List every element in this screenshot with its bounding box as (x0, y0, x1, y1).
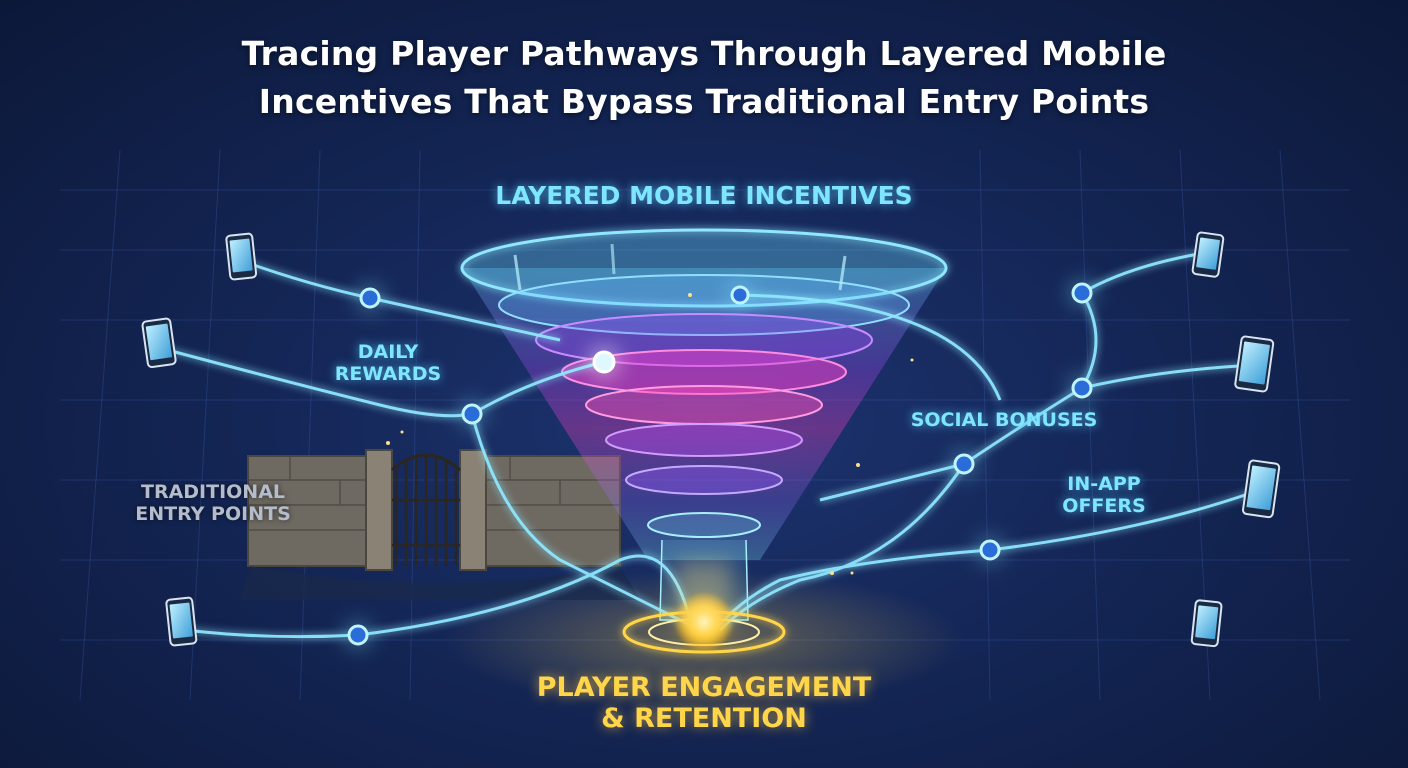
engagement-line-2: & RETENTION (601, 703, 807, 735)
node-icon (356, 284, 384, 312)
pathway-right-social (718, 463, 966, 632)
daily-rewards-label: DAILY REWARDS (318, 341, 458, 386)
node-icon (344, 621, 372, 649)
node-icon (1068, 279, 1096, 307)
in-app-offers-line-1: IN-APP (1067, 473, 1141, 495)
social-bonuses-label: SOCIAL BONUSES (910, 409, 1098, 431)
pathway-arc (739, 293, 1002, 401)
page-title-line-2: Incentives That Bypass Traditional Entry… (258, 82, 1150, 121)
smartphone-icon (165, 596, 198, 647)
node-icon (726, 281, 754, 309)
engagement-line-1: PLAYER ENGAGEMENT (536, 672, 872, 703)
traditional-entry-line-1: TRADITIONAL (140, 481, 286, 503)
smartphone-icon (225, 232, 258, 281)
traditional-entry-line-2: ENTRY POINTS (135, 502, 291, 525)
daily-rewards-line-2: REWARDS (334, 362, 442, 385)
funnel-label: LAYERED MOBILE INCENTIVES (495, 181, 913, 210)
smartphone-icon (1234, 335, 1275, 393)
smartphone-icon (1191, 231, 1225, 278)
engagement-core (622, 560, 786, 654)
in-app-offers-label: IN-APP OFFERS (1044, 473, 1164, 518)
sparkles (386, 293, 914, 575)
node-icon (458, 400, 486, 428)
node-icon (1068, 374, 1096, 402)
node-icon (976, 536, 1004, 564)
pathway-bottom-left (184, 554, 692, 639)
smartphone-icon (1242, 459, 1281, 519)
daily-rewards-line-1: DAILY (357, 341, 419, 363)
pathway-left-gate (470, 413, 701, 632)
traditional-entry-label: TRADITIONAL ENTRY POINTS (118, 481, 308, 526)
node-icon (950, 450, 978, 478)
incentive-funnel (460, 228, 948, 621)
smartphone-icon (141, 317, 177, 369)
engagement-label: PLAYER ENGAGEMENT & RETENTION (484, 672, 924, 734)
player-pathways (159, 250, 1266, 639)
smartphone-icon (1190, 599, 1223, 648)
pathway-right-upper (819, 363, 1256, 502)
pathway-left-upper (159, 346, 605, 418)
in-app-offers-line-2: OFFERS (1062, 494, 1146, 517)
node-icon (588, 346, 620, 378)
pathway-right-offers (713, 486, 1266, 631)
page-title-line-1: Tracing Player Pathways Through Layered … (241, 34, 1167, 73)
pathway-nodes (344, 279, 1096, 649)
